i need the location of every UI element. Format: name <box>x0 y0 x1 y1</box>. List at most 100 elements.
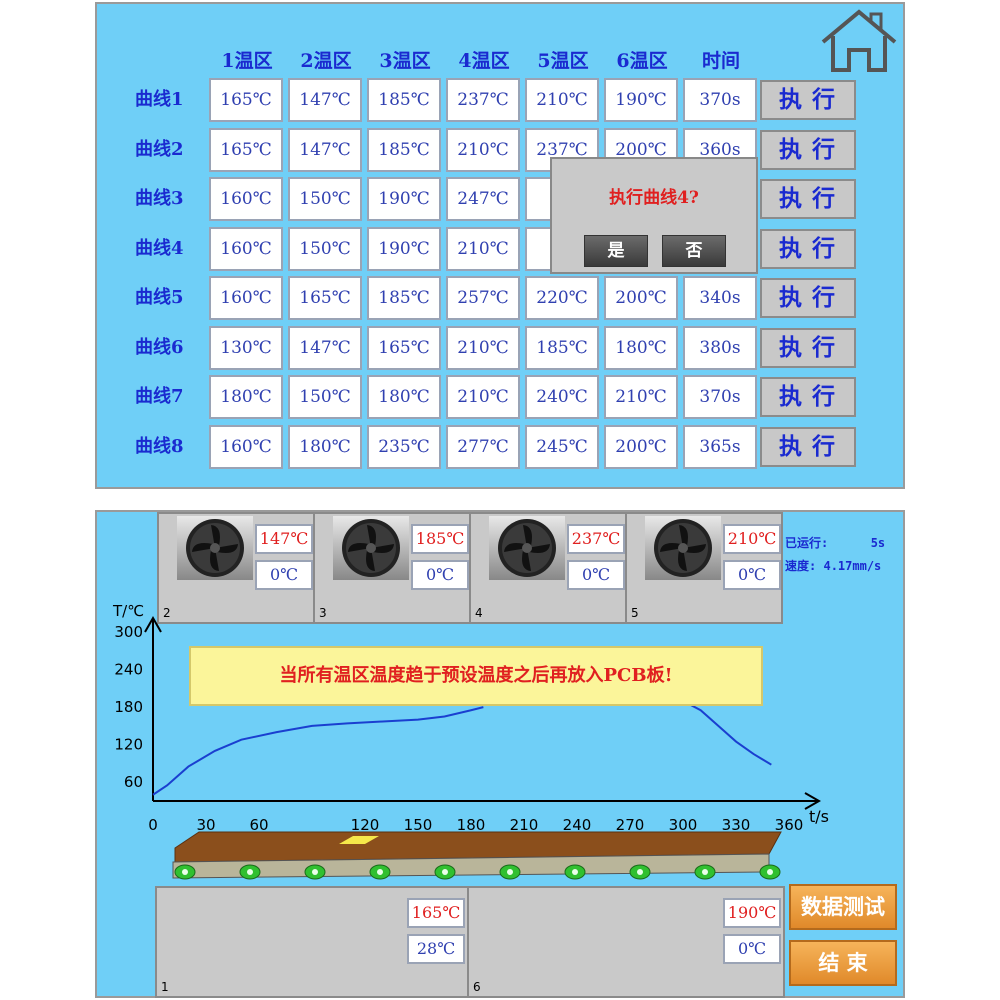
zone-temp-input[interactable]: 150℃ <box>288 177 362 221</box>
zone-temp-input[interactable]: 210℃ <box>446 325 520 370</box>
zone-temp-input[interactable]: 185℃ <box>367 127 441 172</box>
zone-temp-input[interactable]: 185℃ <box>367 276 441 320</box>
curve-label: 曲线7 <box>135 386 184 407</box>
x-tick-label: 30 <box>196 816 215 834</box>
zone-set-temp: 237℃ <box>567 524 625 554</box>
time-input[interactable]: 365s <box>683 424 757 469</box>
pcb-board <box>339 836 379 844</box>
zone-temp-input[interactable]: 160℃ <box>209 226 283 271</box>
column-header: 3温区 <box>379 50 431 72</box>
zone-temp-input[interactable]: 165℃ <box>209 127 283 172</box>
data-test-button[interactable]: 数据测试 <box>789 884 897 930</box>
x-tick-label: 60 <box>249 816 268 834</box>
execute-button[interactable]: 执行 <box>760 327 856 368</box>
curve-label: 曲线8 <box>135 435 184 457</box>
curve-label: 曲线5 <box>135 287 184 308</box>
zone-temp-input[interactable]: 165℃ <box>288 276 362 320</box>
zone-temp-input[interactable]: 130℃ <box>209 325 283 370</box>
execute-button[interactable]: 执行 <box>760 80 856 120</box>
column-header: 时间 <box>701 50 740 72</box>
execute-button[interactable]: 执行 <box>760 377 856 417</box>
curve-label: 曲线1 <box>135 89 184 110</box>
zone-temp-input[interactable]: 277℃ <box>446 424 520 469</box>
zone-set-temp: 147℃ <box>255 524 313 554</box>
x-tick-label: 210 <box>510 816 539 834</box>
fan-icon <box>645 516 721 580</box>
time-input[interactable]: 340s <box>683 276 757 320</box>
time-input[interactable]: 370s <box>683 78 757 122</box>
zone-temp-input[interactable]: 147℃ <box>288 78 362 122</box>
zone-temp-input[interactable]: 200℃ <box>604 424 678 469</box>
time-input[interactable]: 370s <box>683 375 757 419</box>
zone-current-temp: 0℃ <box>567 560 625 590</box>
confirm-dialog: 执行曲线4? 是 否 <box>550 157 758 274</box>
x-tick-label: 150 <box>404 816 433 834</box>
zone-temp-input[interactable]: 160℃ <box>209 424 283 469</box>
roller-hub <box>572 869 578 875</box>
zone-temp-input[interactable]: 240℃ <box>525 375 599 419</box>
x-tick-label: 360 <box>775 816 804 834</box>
x-tick-label: 120 <box>351 816 380 834</box>
column-header: 6温区 <box>616 50 668 72</box>
x-tick-label: 240 <box>563 816 592 834</box>
zone-temp-input[interactable]: 245℃ <box>525 424 599 469</box>
time-input[interactable]: 380s <box>683 325 757 370</box>
zone-temp-input[interactable]: 210℃ <box>446 127 520 172</box>
column-header: 1温区 <box>221 50 273 72</box>
x-axis-arrow <box>804 792 822 810</box>
x-tick-label: 270 <box>616 816 645 834</box>
zone-temp-input[interactable]: 165℃ <box>209 78 283 122</box>
zone-temp-input[interactable]: 160℃ <box>209 177 283 221</box>
zone-temp-input[interactable]: 185℃ <box>367 78 441 122</box>
curve-label: 曲线2 <box>135 138 184 160</box>
fan-icon <box>177 516 253 580</box>
zone-temp-input[interactable]: 147℃ <box>288 325 362 370</box>
yes-button[interactable]: 是 <box>584 235 648 267</box>
zone-temp-input[interactable]: 210℃ <box>525 78 599 122</box>
elapsed-label: 已运行: <box>785 536 829 550</box>
zone-temp-input[interactable]: 210℃ <box>446 226 520 271</box>
zone-number: 1 <box>161 980 169 994</box>
zone-temp-input[interactable]: 257℃ <box>446 276 520 320</box>
x-tick-label: 0 <box>148 816 158 834</box>
zone-temp-input[interactable]: 150℃ <box>288 226 362 271</box>
zone-temp-input[interactable]: 190℃ <box>367 226 441 271</box>
zone-temp-input[interactable]: 210℃ <box>446 375 520 419</box>
zone-temp-input[interactable]: 237℃ <box>446 78 520 122</box>
roller-hub <box>702 869 708 875</box>
no-button[interactable]: 否 <box>662 235 726 267</box>
zone-temp-input[interactable]: 180℃ <box>604 325 678 370</box>
zone-set-temp: 210℃ <box>723 524 781 554</box>
zone-number: 4 <box>475 606 483 620</box>
curve-label: 曲线6 <box>135 336 184 358</box>
zone-temp-input[interactable]: 220℃ <box>525 276 599 320</box>
y-tick-label: 60 <box>124 773 143 791</box>
execute-button[interactable]: 执行 <box>760 426 856 467</box>
zone-current-temp: 28℃ <box>407 934 465 964</box>
zone-temp-input[interactable]: 190℃ <box>604 78 678 122</box>
zone-temp-input[interactable]: 185℃ <box>525 325 599 370</box>
execute-button[interactable]: 执行 <box>760 179 856 219</box>
zone-temp-input[interactable]: 200℃ <box>604 276 678 320</box>
zone-temp-input[interactable]: 247℃ <box>446 177 520 221</box>
zone-temp-input[interactable]: 160℃ <box>209 276 283 320</box>
zone-temp-input[interactable]: 180℃ <box>209 375 283 419</box>
zone-temp-input[interactable]: 210℃ <box>604 375 678 419</box>
zone-temp-input[interactable]: 180℃ <box>367 375 441 419</box>
execute-button[interactable]: 执行 <box>760 129 856 170</box>
zone-temp-input[interactable]: 180℃ <box>288 424 362 469</box>
home-icon[interactable] <box>819 8 899 74</box>
zone-temp-input[interactable]: 235℃ <box>367 424 441 469</box>
execute-button[interactable]: 执行 <box>760 228 856 269</box>
zone-temp-input[interactable]: 165℃ <box>367 325 441 370</box>
execute-button[interactable]: 执行 <box>760 278 856 318</box>
temperature-curve-line <box>152 706 484 796</box>
end-button[interactable]: 结 束 <box>789 940 897 986</box>
zone-temp-input[interactable]: 150℃ <box>288 375 362 419</box>
zone-temp-input[interactable]: 190℃ <box>367 177 441 221</box>
zone-temp-input[interactable]: 147℃ <box>288 127 362 172</box>
